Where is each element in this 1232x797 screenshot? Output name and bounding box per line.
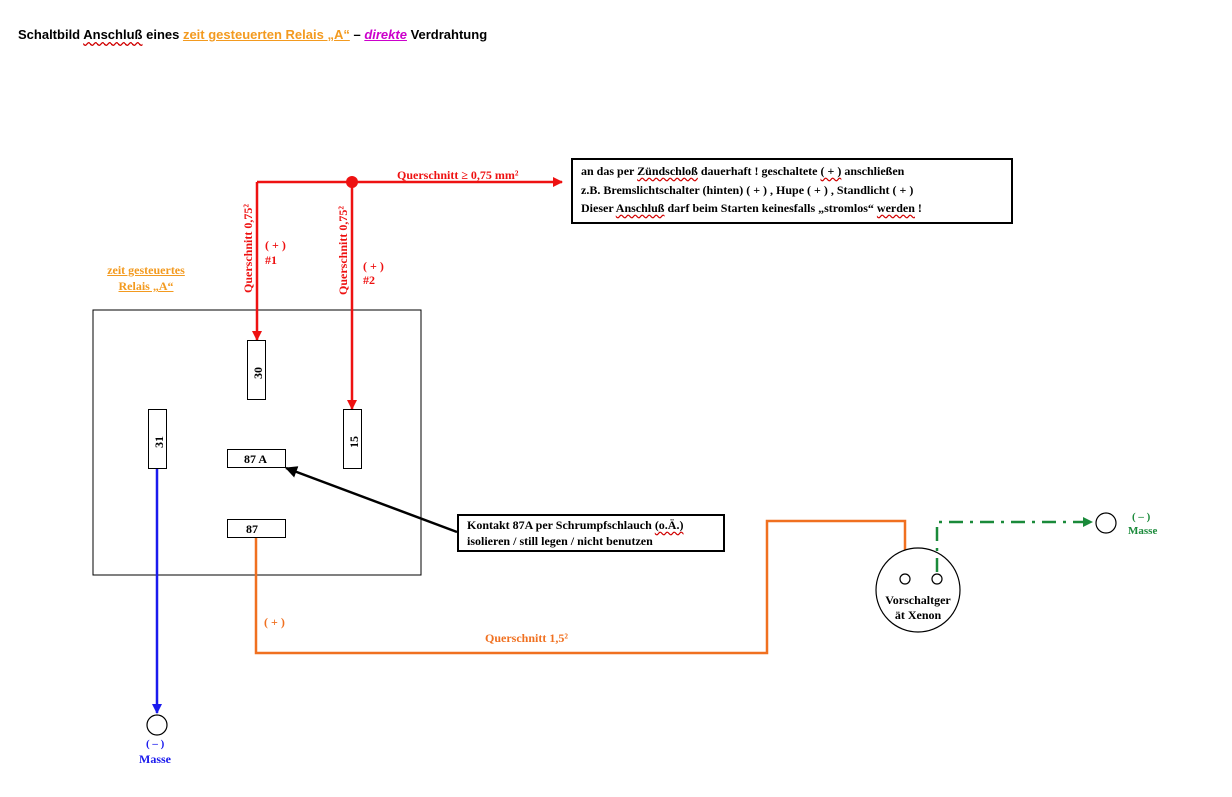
ballast-label-line1: Vorschaltger	[885, 593, 951, 607]
cross-section-main-label: Querschnitt ≥ 0,75 mm²	[397, 168, 519, 182]
ballast-label-line2: ät Xenon	[894, 608, 942, 622]
relay-title-line2: Relais „A“	[118, 279, 174, 293]
ballast-ground-wire	[935, 517, 1093, 572]
note-line3-e: !	[914, 201, 922, 215]
positive-feed-wires	[252, 177, 563, 410]
ground-terminal-left	[146, 714, 168, 736]
ballast-terminal-minus	[931, 573, 943, 585]
title-part3: eines	[142, 27, 183, 42]
note-ignition-line2: z.B. Bremslichtschalter (hinten) ( + ) ,…	[581, 182, 914, 197]
ballast-body	[875, 547, 961, 633]
pin-87-label: 87	[246, 522, 258, 536]
note-87a-line1: Kontakt 87A per Schrumpfschlauch (o.Ä.)	[467, 518, 715, 534]
title-part2: Anschluß	[83, 27, 143, 42]
pin-30-label: 30	[251, 367, 265, 379]
junction-dot	[346, 176, 358, 188]
note-line3-d: werden	[876, 201, 915, 215]
pin-31-label: 31	[152, 436, 166, 448]
ballast-terminal-plus	[899, 573, 911, 585]
title-part7: Verdrahtung	[406, 27, 488, 42]
title-part4: zeit gesteuerten Relais „A“	[182, 27, 350, 42]
page-title: Schaltbild Anschluß eines zeit gesteuert…	[18, 28, 487, 41]
note-line1-b: Zündschloß	[637, 164, 698, 178]
title-part1: Schaltbild	[18, 27, 84, 42]
pin-87a-label: 87 A	[244, 452, 268, 466]
pin-15-label: 15	[347, 436, 361, 448]
note-87a-line1-b: (o.Ä.)	[654, 518, 684, 532]
note-line3-a: Dieser	[581, 201, 616, 215]
note-box-ignition: an das per Zündschloß dauerhaft ! gescha…	[571, 158, 1013, 224]
ground-left-minus: ( – )	[146, 738, 165, 750]
pin-15: 15	[343, 409, 362, 469]
note-87a-line2: isolieren / still legen / nicht benutzen	[467, 533, 653, 548]
plus-label-87: ( + )	[264, 615, 285, 629]
note-line1-a: an das per	[581, 164, 638, 178]
cross-section-2-label: Querschnitt 0,75²	[336, 206, 350, 295]
cross-section-1-label: Querschnitt 0,75²	[241, 204, 255, 293]
pin-31: 31	[148, 409, 167, 469]
ground-right-label: Masse	[1128, 525, 1158, 537]
note-ignition-line1: an das per Zündschloß dauerhaft ! gescha…	[581, 162, 1003, 181]
output-wire-pin87	[254, 519, 907, 655]
pin-87a: 87 A	[227, 449, 286, 468]
note-ignition-line3: Dieser Anschluß darf beim Starten keines…	[581, 199, 1003, 218]
note-line3-b: Anschluß	[615, 201, 665, 215]
ground-right-minus: ( – )	[1132, 511, 1151, 523]
plus-label-1: ( + )	[265, 238, 286, 252]
ground-left-label: Masse	[139, 752, 171, 766]
num-label-2: #2	[363, 273, 375, 287]
plus-label-2: ( + )	[363, 259, 384, 273]
pin-30: 30	[247, 340, 266, 400]
cross-section-87-label: Querschnitt 1,5²	[485, 631, 568, 645]
title-part6: direkte	[364, 27, 407, 42]
note-line1-d: ( + )	[820, 164, 842, 178]
pointer-arrow-87a	[285, 466, 458, 534]
ground-terminal-right	[1095, 512, 1117, 534]
ballast-label: Vorschaltger ät Xenon	[868, 593, 968, 623]
note-line1-c: dauerhaft ! geschaltete	[697, 164, 821, 178]
note-line3-c: darf beim Starten keinesfalls „stromlos“	[664, 201, 877, 215]
title-part5: –	[349, 27, 365, 42]
note-87a-line1-a: Kontakt 87A per Schrumpfschlauch	[467, 518, 655, 532]
relay-title-line1: zeit gesteuertes	[107, 263, 185, 277]
note-line1-e: anschließen	[841, 164, 905, 178]
num-label-1: #1	[265, 253, 277, 267]
note-box-87a: Kontakt 87A per Schrumpfschlauch (o.Ä.) …	[457, 514, 725, 552]
pin-87: 87	[227, 519, 286, 538]
